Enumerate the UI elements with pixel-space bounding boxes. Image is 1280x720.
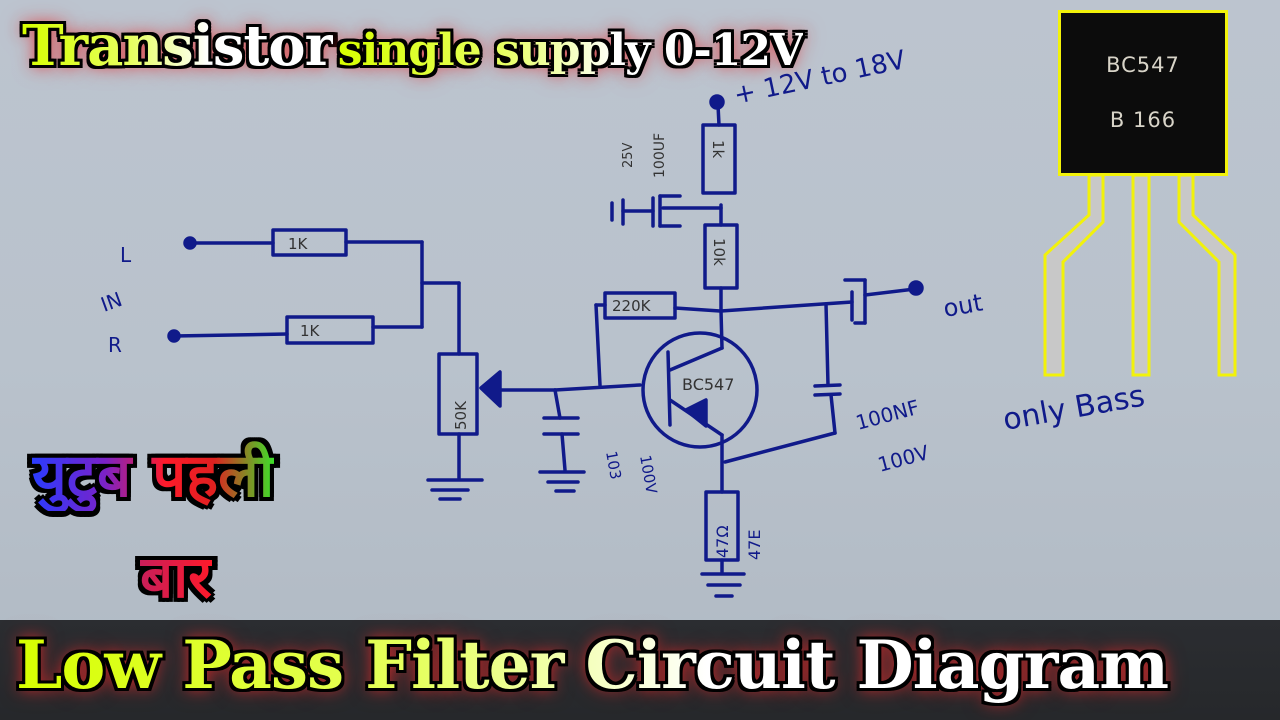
chip-part-number: BC547 bbox=[1106, 53, 1180, 77]
header-title: Transistor Transistor single supply 0-12… bbox=[22, 13, 804, 79]
base-cap-value: 103 bbox=[602, 450, 625, 481]
r-emitter-label: 47Ω bbox=[713, 525, 732, 558]
feedback-cap-voltage: 100V bbox=[875, 440, 932, 477]
supply-cap-voltage: 25V bbox=[621, 142, 636, 168]
only-bass-note: only Bass bbox=[1000, 379, 1147, 438]
transistor-label: BC547 bbox=[682, 375, 734, 394]
bottom-banner bbox=[0, 620, 1280, 720]
title-line-2: single supply 0-12V single supply 0-12V bbox=[337, 25, 804, 76]
r-collector-label: 10k bbox=[710, 238, 728, 266]
r-in-left-label: 1K bbox=[288, 235, 309, 253]
r-collector-top-label: 1k bbox=[709, 140, 727, 159]
input-left-label: L bbox=[120, 243, 132, 267]
hindi-caption-line-1: युटुब पहली युटुब पहली bbox=[32, 441, 275, 511]
bc547-chip-body: BC547 B 166 bbox=[1058, 10, 1228, 176]
circuit-schematic: 1K 1K 50K 220K 1k 10k BC547 47Ω 47E 25V … bbox=[98, 45, 1147, 598]
feedback-cap-value: 100NF bbox=[853, 395, 922, 435]
r-emitter-note: 47E bbox=[745, 530, 764, 560]
input-right-label: R bbox=[108, 333, 122, 357]
input-in-label: IN bbox=[98, 287, 126, 317]
r-feedback-label: 220K bbox=[612, 297, 652, 315]
chip-marking: B 166 bbox=[1109, 108, 1177, 132]
transistor-legs-illustration bbox=[1043, 173, 1237, 377]
footer-title: Low Pass Filter Circuit Diagram Low Pass… bbox=[16, 626, 1169, 704]
title-line-1: Transistor Transistor bbox=[22, 13, 334, 79]
supply-cap-value: 100UF bbox=[652, 133, 668, 178]
hindi-caption-line-2: बार बार bbox=[140, 543, 212, 611]
pot-label: 50K bbox=[452, 400, 470, 430]
base-cap-voltage: 100V bbox=[636, 454, 661, 496]
output-label: out bbox=[941, 289, 985, 323]
r-in-right-label: 1K bbox=[300, 322, 321, 340]
